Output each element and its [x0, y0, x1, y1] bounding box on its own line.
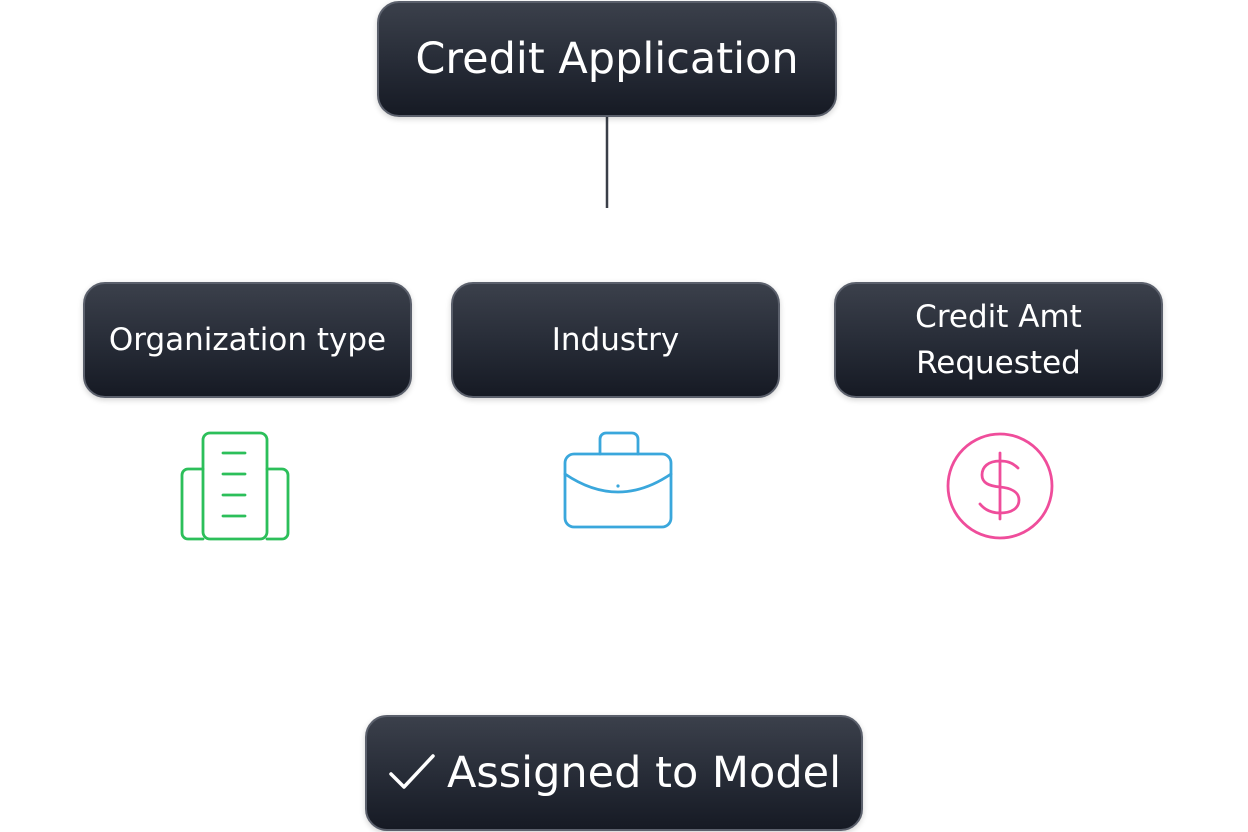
assigned-to-model-label: Assigned to Model	[446, 748, 842, 798]
industry-node: Industry	[451, 282, 780, 398]
credit-amount-label-line-2: Requested	[916, 345, 1081, 381]
building-icon	[180, 431, 290, 541]
dollar-circle-icon	[946, 432, 1054, 540]
industry-label: Industry	[551, 322, 680, 358]
assigned-to-model-node: Assigned to Model	[365, 715, 863, 831]
briefcase-icon	[563, 431, 673, 529]
credit-amount-requested-node: Credit Amt Requested	[834, 282, 1163, 398]
organization-type-label: Organization type	[108, 322, 387, 358]
credit-application-label: Credit Application	[415, 34, 799, 84]
credit-application-node: Credit Application	[377, 1, 837, 117]
checkmark-icon	[389, 754, 435, 789]
organization-type-node: Organization type	[83, 282, 412, 398]
credit-amount-label-line-1: Credit Amt	[915, 299, 1082, 335]
